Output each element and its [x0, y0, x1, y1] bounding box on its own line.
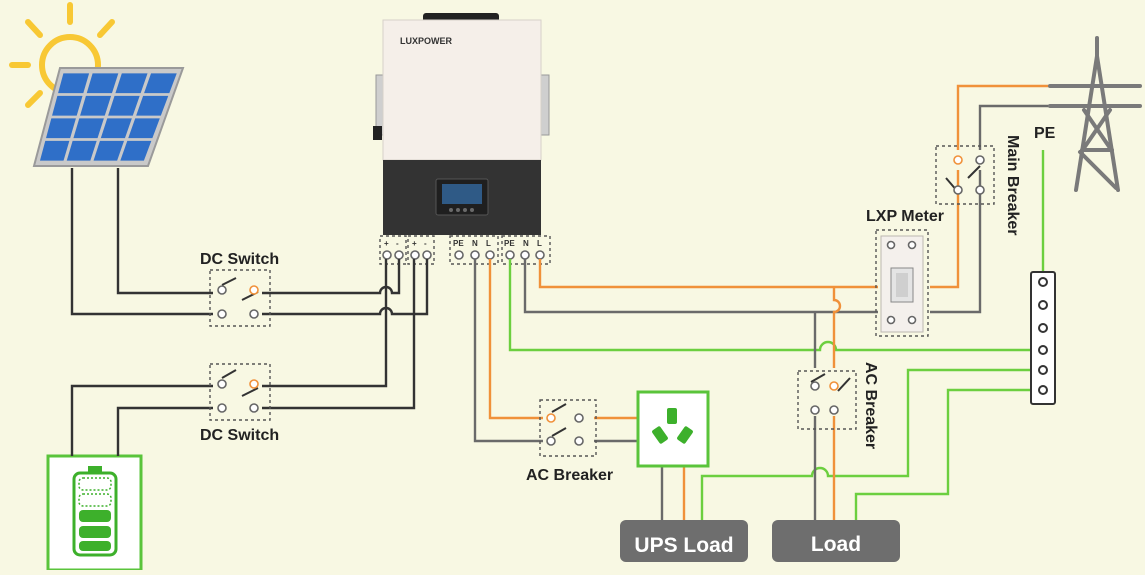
svg-text:N: N — [523, 239, 529, 248]
bus-bar-terminal — [1038, 345, 1048, 355]
solar-cell — [80, 95, 112, 116]
solar-cell — [108, 95, 140, 116]
solar-panel-icon — [32, 67, 185, 167]
svg-text:N: N — [472, 239, 478, 248]
solar-cell — [39, 140, 70, 161]
solar-cell — [52, 95, 83, 116]
solar-cell — [115, 73, 148, 94]
svg-text:+: + — [384, 239, 389, 248]
solar-cell — [100, 118, 132, 139]
dc-switch-bottom-label: DC Switch — [200, 427, 279, 444]
dc-wires — [70, 168, 429, 456]
ac-breaker-load: AC Breaker — [797, 362, 879, 449]
lxp-meter: LXP Meter — [866, 208, 944, 337]
solar-cell — [66, 140, 97, 161]
ups-wires — [473, 259, 1040, 522]
ups-load-box: UPS Load — [620, 520, 748, 562]
dc-switch-bottom: DC Switch — [200, 363, 279, 444]
solar-cell — [93, 140, 125, 161]
ac-terminals-grid: PE N L — [501, 235, 551, 265]
svg-text:L: L — [537, 239, 542, 248]
ac-breaker-ups: AC Breaker — [526, 399, 613, 484]
load-box: Load — [772, 520, 900, 562]
pe-label: PE — [1034, 125, 1056, 142]
sun-icon — [9, 2, 115, 108]
power-tower-icon — [1048, 36, 1142, 192]
solar-cell — [73, 118, 104, 139]
solar-cell — [46, 118, 76, 139]
earth-bus-bar — [1030, 271, 1056, 405]
main-breaker-label: Main Breaker — [1004, 135, 1021, 236]
battery-icon — [46, 454, 143, 572]
bus-bar-terminal — [1038, 300, 1048, 310]
inverter: LUXPOWER — [373, 13, 550, 235]
bus-bar-terminal — [1038, 365, 1048, 375]
bus-bar-terminal — [1038, 385, 1048, 395]
ups-socket-icon — [636, 390, 710, 468]
solar-cell — [58, 73, 90, 94]
inverter-brand: LUXPOWER — [400, 36, 453, 46]
solar-cell — [120, 140, 152, 161]
solar-cell — [128, 118, 160, 139]
bus-bar-terminal — [1038, 323, 1048, 333]
svg-text:+: + — [412, 239, 417, 248]
svg-text:L: L — [486, 239, 491, 248]
bus-bar-terminal — [1038, 277, 1048, 287]
load-label: Load — [811, 533, 861, 556]
solar-cell — [144, 73, 177, 94]
ac-breaker-load-label: AC Breaker — [862, 362, 879, 449]
svg-text:PE: PE — [504, 239, 515, 248]
ups-load-label: UPS Load — [634, 534, 733, 557]
svg-text:-: - — [424, 239, 427, 248]
dc-switch-top: DC Switch — [200, 251, 279, 327]
svg-text:-: - — [396, 239, 399, 248]
ac-terminals-ups: PE N L — [449, 235, 499, 265]
dc-switch-top-label: DC Switch — [200, 251, 279, 268]
solar-cell — [136, 95, 169, 116]
ac-breaker-ups-label: AC Breaker — [526, 467, 613, 484]
main-breaker: Main Breaker — [935, 135, 1021, 236]
lxp-meter-label: LXP Meter — [866, 208, 944, 225]
svg-text:PE: PE — [453, 239, 464, 248]
grid-wires — [508, 84, 1090, 520]
solar-cell — [86, 73, 119, 94]
